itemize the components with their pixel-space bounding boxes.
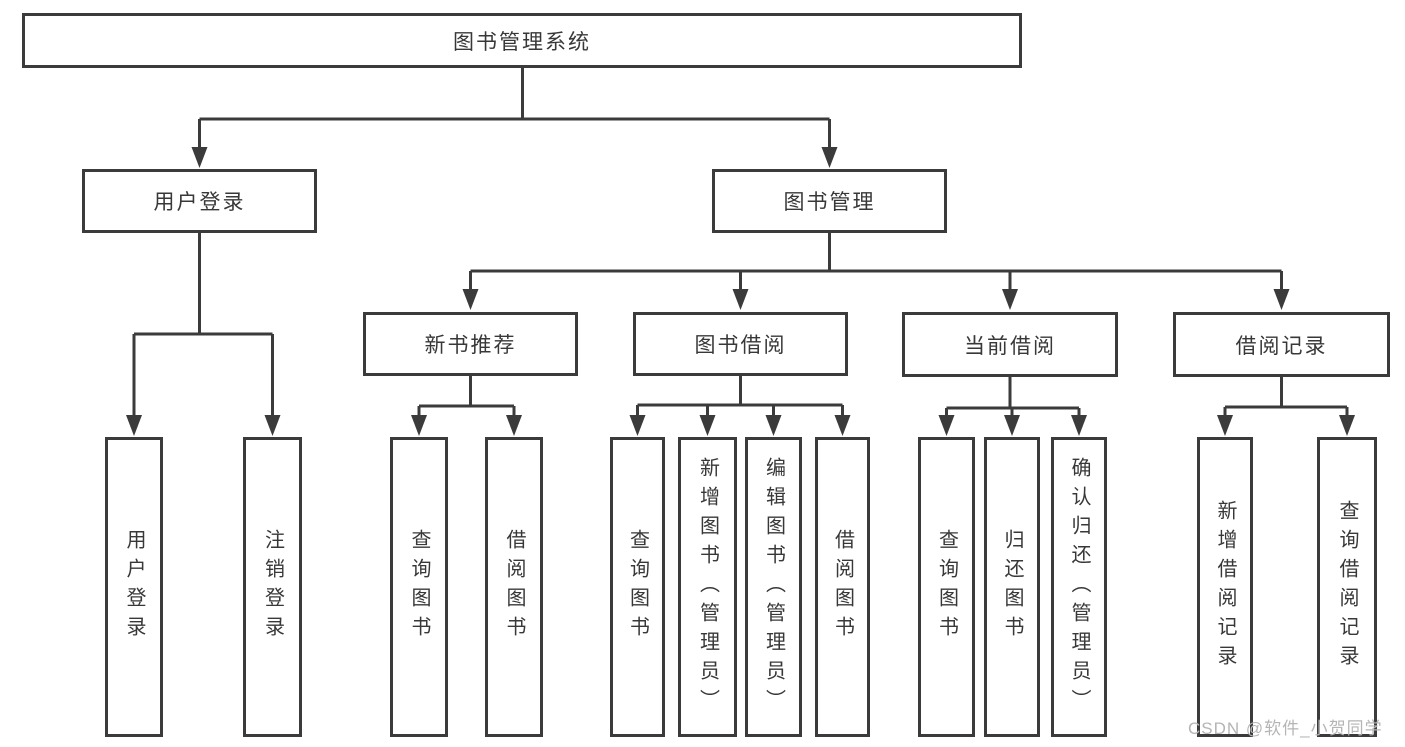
- leaf-logout: 注销登录: [243, 437, 302, 737]
- watermark: CSDN @软件_小贺同学: [1188, 719, 1383, 738]
- leaf-borrowing-add-books-admin: 新增图书（管理员）: [678, 437, 737, 737]
- node-book-borrowing: 图书借阅: [633, 312, 848, 376]
- node-current-borrowing: 当前借阅: [902, 312, 1118, 377]
- leaf-current-query-books: 查询图书: [918, 437, 975, 737]
- leaf-current-confirm-return-admin: 确认归还（管理员）: [1051, 437, 1107, 737]
- leaf-user-login: 用户登录: [105, 437, 163, 737]
- leaf-recommend-query-books: 查询图书: [390, 437, 448, 737]
- node-library-management-system: 图书管理系统: [22, 13, 1022, 68]
- leaf-current-return-books: 归还图书: [984, 437, 1040, 737]
- leaf-records-query-record: 查询借阅记录: [1317, 437, 1377, 737]
- arrowhead-icons: [126, 147, 1355, 436]
- leaf-borrowing-borrow-books: 借阅图书: [815, 437, 870, 737]
- node-borrowing-records: 借阅记录: [1173, 312, 1390, 377]
- leaf-borrowing-edit-books-admin: 编辑图书（管理员）: [745, 437, 802, 737]
- leaf-borrowing-query-books: 查询图书: [610, 437, 665, 737]
- leaf-recommend-borrow-books: 借阅图书: [485, 437, 543, 737]
- node-new-book-recommendation: 新书推荐: [363, 312, 578, 376]
- node-user-login: 用户登录: [82, 169, 317, 233]
- leaf-records-add-record: 新增借阅记录: [1197, 437, 1253, 737]
- node-book-management: 图书管理: [712, 169, 947, 233]
